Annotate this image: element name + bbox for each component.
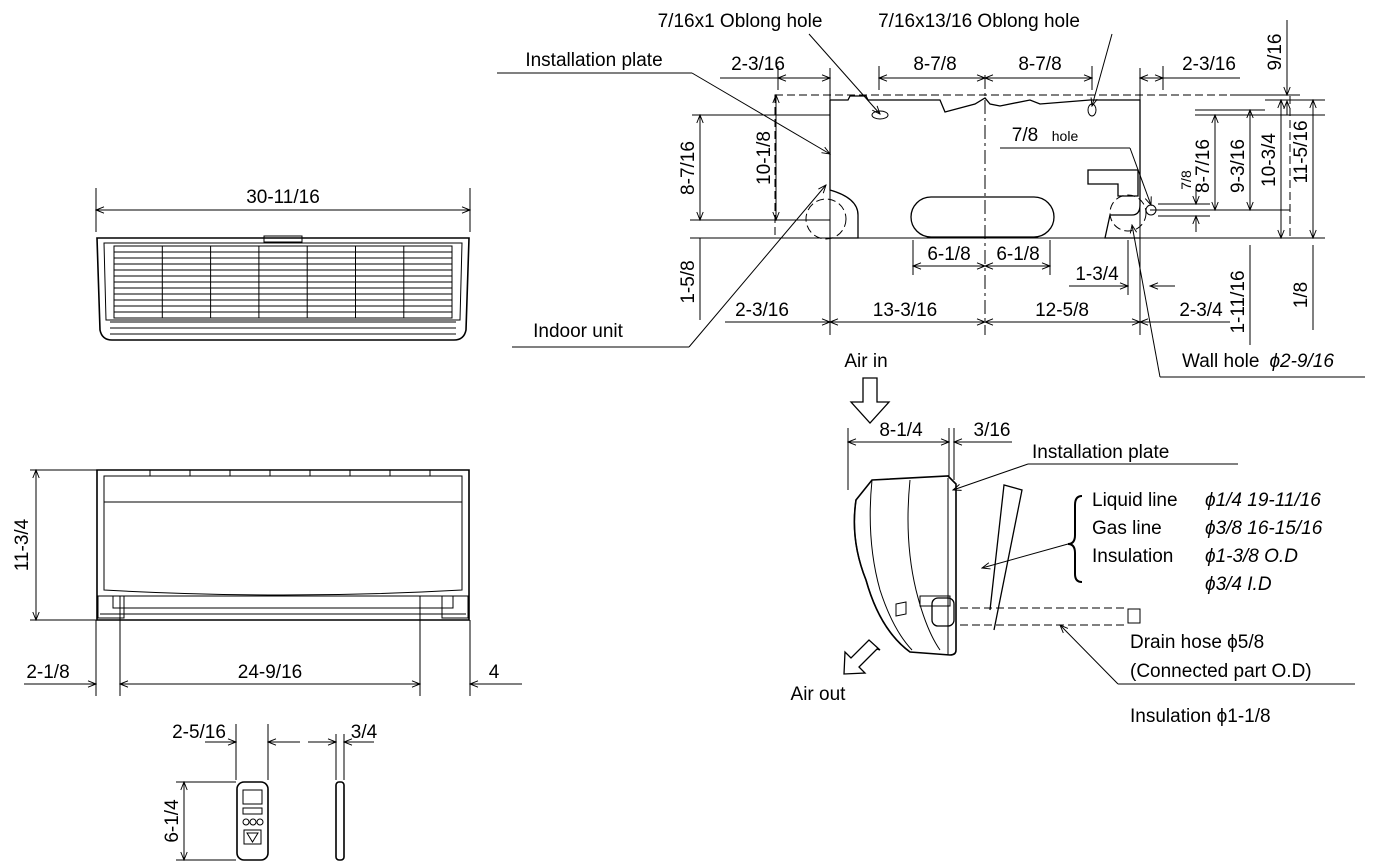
bottom-span-label: 24-9/16	[238, 662, 302, 683]
indoor-unit-bottom	[96, 469, 470, 621]
drain-connected-label: (Connected part O.D)	[1130, 661, 1312, 682]
right-dim-3: 10-3/4	[1259, 133, 1280, 187]
dim-6-1-8-left: 6-1/8	[927, 244, 970, 265]
hole-word-label: hole	[1052, 128, 1079, 144]
gap-label: 3/16	[974, 420, 1011, 441]
dim-1-3-4: 1-3/4	[1075, 264, 1119, 285]
remote-width-label: 2-5/16	[172, 722, 226, 743]
dim-9-16: 9/16	[1265, 34, 1286, 71]
front-view: 30-11/16	[96, 187, 470, 341]
dim-7-8-vertical: 7/8	[1178, 170, 1194, 190]
right-dim-2: 9-3/16	[1228, 139, 1249, 193]
remote-height-label: 6-1/4	[162, 799, 183, 843]
side-view: Air in 8-1/4 3/16 Installation plate Liq…	[791, 351, 1355, 727]
dim-6-1-8-right: 6-1/8	[996, 244, 1039, 265]
bottom-dim-4: 2-3/4	[1179, 300, 1223, 321]
top-dim-2: 8-7/8	[913, 54, 956, 75]
dim-1-11-16: 1-11/16	[1228, 270, 1249, 333]
dim-8-7-16-left: 8-7/16	[678, 141, 699, 195]
insulation-od: ϕ1-3/8 O.D	[1205, 546, 1298, 567]
depth-label: 8-1/4	[879, 420, 923, 441]
top-dim-1: 2-3/16	[731, 54, 785, 75]
plate-side-label: Installation plate	[1032, 442, 1169, 463]
gas-line-name: Gas line	[1092, 518, 1162, 539]
bottom-dim-1: 2-3/16	[735, 300, 789, 321]
drain-hose-label: Drain hose ϕ5/8	[1130, 632, 1264, 653]
insulation-name: Insulation	[1092, 546, 1173, 567]
indoor-unit-label: Indoor unit	[533, 321, 624, 342]
installation-plate-view: 7/16x1 Oblong hole 7/16x13/16 Oblong hol…	[497, 11, 1365, 378]
front-width-label: 30-11/16	[246, 187, 320, 208]
bottom-dim-2: 13-3/16	[873, 300, 937, 321]
liquid-line-name: Liquid line	[1092, 490, 1178, 511]
bottom-view: 11-3/4 2-1/8 24-9/16 4	[12, 470, 522, 696]
gas-line-value: ϕ3/8 16-15/16	[1205, 518, 1323, 539]
top-dim-4: 2-3/16	[1182, 54, 1236, 75]
bottom-height-label: 11-3/4	[12, 518, 33, 571]
remote-control: 2-5/16 3/4 6-1/4	[162, 722, 378, 860]
dim-1-8: 1/8	[1291, 282, 1312, 308]
oblong-hole-1-label: 7/16x1 Oblong hole	[658, 11, 823, 32]
indoor-unit-front	[96, 235, 470, 341]
right-dim-1: 8-7/16	[1193, 139, 1214, 193]
liquid-line-value: ϕ1/4 19-11/16	[1205, 490, 1321, 511]
hole-dia-label: 7/8	[1012, 125, 1038, 146]
air-out-arrow	[843, 639, 881, 675]
air-in-label: Air in	[844, 351, 887, 372]
bottom-dim-3: 12-5/8	[1035, 300, 1089, 321]
dim-10-1-8: 10-1/8	[754, 131, 775, 185]
air-out-label: Air out	[791, 684, 847, 705]
bottom-left-label: 2-1/8	[26, 662, 69, 683]
air-in-arrow	[849, 377, 891, 424]
bottom-right-label: 4	[489, 662, 500, 683]
insulation-id: ϕ3/4 I.D	[1205, 574, 1272, 595]
drain-insulation-label: Insulation ϕ1-1/8	[1130, 706, 1271, 727]
installation-plate-label: Installation plate	[525, 50, 662, 71]
oblong-hole-2-label: 7/16x13/16 Oblong hole	[878, 11, 1080, 32]
dim-1-5-8: 1-5/8	[678, 260, 699, 303]
right-dim-4: 11-5/16	[1291, 120, 1312, 183]
top-dim-3: 8-7/8	[1018, 54, 1061, 75]
pipe-brace	[1067, 495, 1083, 583]
remote-thickness-label: 3/4	[351, 722, 378, 743]
